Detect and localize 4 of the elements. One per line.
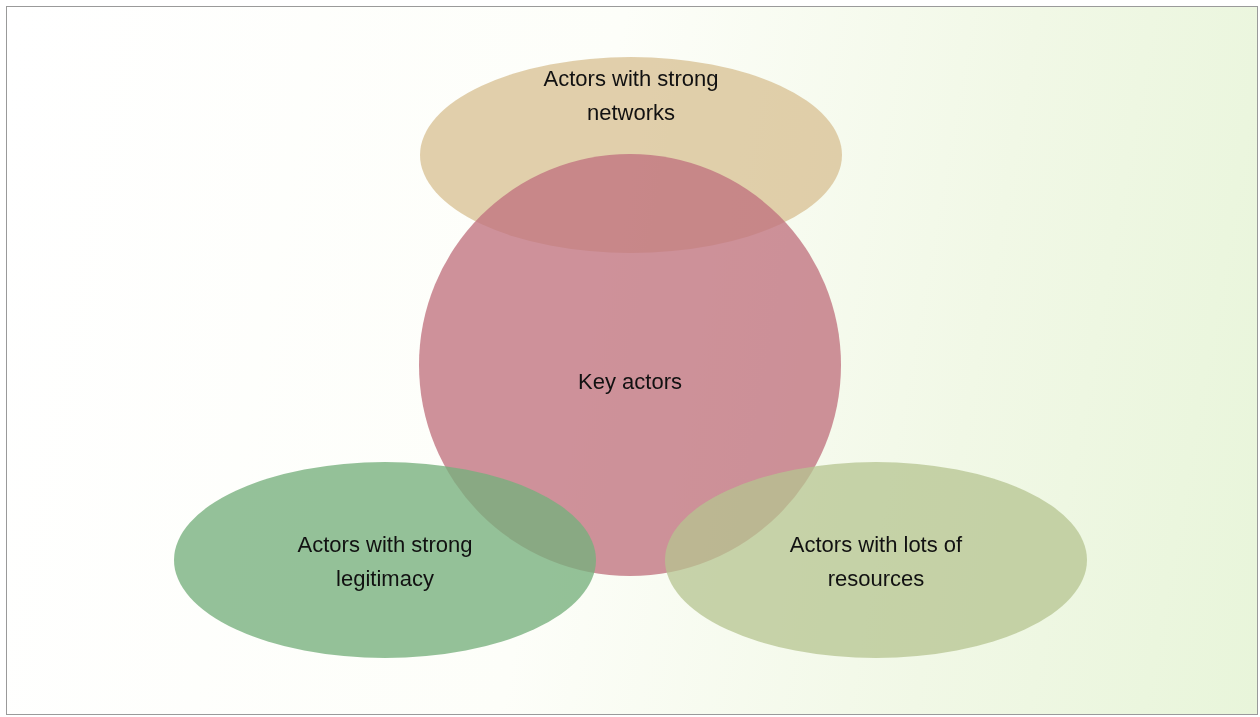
venn-label: Actors with strong legitimacy: [296, 531, 474, 593]
venn-label: Actors with strong networks: [542, 65, 720, 127]
venn-label: Actors with lots of resources: [788, 531, 964, 593]
venn-label: Key actors: [577, 368, 683, 396]
